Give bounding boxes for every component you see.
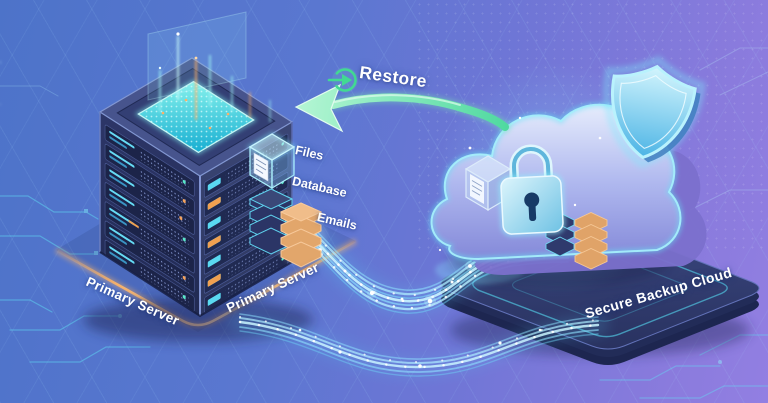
database-stack-blue-icon (248, 188, 294, 255)
file-cube-icon (246, 131, 298, 190)
primary-server-illustration (83, 11, 313, 342)
restore-arrow (294, 83, 511, 133)
database-stack-orange-icon (279, 202, 323, 268)
padlock-icon (498, 144, 566, 237)
server-front-slots (104, 123, 195, 313)
cloud-sparkles (468, 116, 602, 207)
hologram-panel (147, 11, 271, 122)
data-type-icons (246, 131, 330, 268)
secure-backup-cloud-illustration (432, 52, 707, 298)
restore-login-circle-icon (327, 67, 358, 93)
